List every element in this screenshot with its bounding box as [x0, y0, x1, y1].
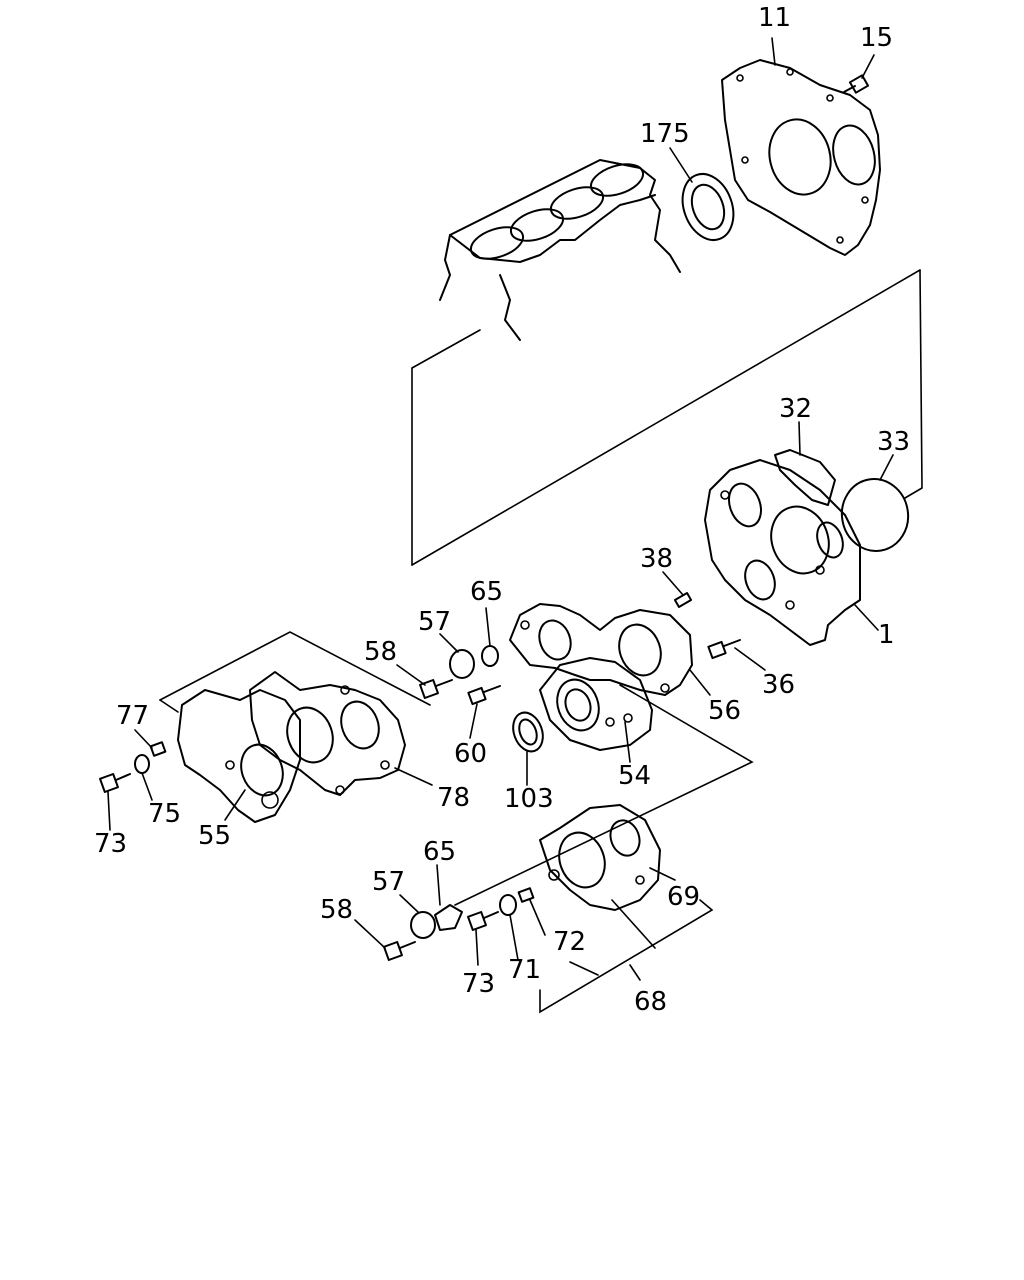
- callout-54: 54: [618, 761, 651, 791]
- callout-33: 33: [877, 427, 910, 457]
- bolt-part-73-lower: [467, 911, 499, 931]
- timing-cover-part-56: [509, 603, 693, 696]
- cover-part-55: [177, 689, 301, 823]
- callout-75: 75: [148, 799, 181, 829]
- callout-175: 175: [640, 119, 690, 149]
- callout-72: 72: [553, 927, 586, 957]
- cover-plate-part-54: [539, 657, 653, 751]
- rear-plate-part-11: [721, 59, 881, 256]
- bolt-part-73-left: [99, 773, 131, 793]
- bolt-part-58-upper: [419, 679, 453, 699]
- cap-part-57-lower: [410, 911, 436, 939]
- callout-55: 55: [198, 821, 231, 851]
- pin-part-38: [673, 592, 693, 608]
- bolt-part-58-lower: [383, 941, 416, 961]
- oil-seal-part-103: [512, 711, 544, 753]
- cap-part-57-upper: [449, 649, 475, 679]
- bolt-part-15: [843, 74, 870, 94]
- gear-case-part-1: [704, 459, 861, 646]
- callout-36: 36: [762, 670, 795, 700]
- callout-labels: 11 15 175 32 33 38 1 36 56 54 103 65 57 …: [94, 3, 910, 1017]
- housing-part-78: [249, 671, 406, 796]
- callout-71: 71: [508, 955, 541, 985]
- callout-38: 38: [640, 544, 673, 574]
- leader-lines: [107, 37, 894, 981]
- callout-73-lower: 73: [462, 969, 495, 999]
- callout-78: 78: [437, 783, 470, 813]
- bolt-part-60: [467, 685, 501, 706]
- oil-seal-part-175: [681, 173, 735, 241]
- callout-60: 60: [454, 739, 487, 769]
- callout-15: 15: [860, 23, 893, 53]
- pin-part-77: [149, 741, 167, 757]
- gasket-part-65-upper: [481, 645, 499, 667]
- assembly-frame-lines: [411, 269, 923, 566]
- pin-part-72: [517, 887, 535, 903]
- washer-part-71: [499, 894, 517, 916]
- o-ring-part-33: [840, 478, 910, 552]
- engine-block-outline: [439, 159, 681, 341]
- callout-58-upper: 58: [364, 637, 397, 667]
- callout-65-upper: 65: [470, 577, 503, 607]
- callout-103: 103: [504, 784, 554, 814]
- gasket-part-65-lower: [434, 904, 463, 931]
- pump-housing-part-69: [539, 804, 661, 911]
- callout-11: 11: [758, 3, 791, 33]
- bolt-part-36: [707, 639, 741, 660]
- callout-65-lower: 65: [423, 837, 456, 867]
- callout-56: 56: [708, 696, 741, 726]
- callout-57-upper: 57: [418, 607, 451, 637]
- callout-58-lower: 58: [320, 895, 353, 925]
- callout-73-left: 73: [94, 829, 127, 859]
- callout-1: 1: [878, 620, 895, 650]
- left-assembly-frame-lines: [159, 631, 431, 713]
- callout-77: 77: [116, 701, 149, 731]
- callout-32: 32: [779, 394, 812, 424]
- washer-part-75: [134, 754, 150, 774]
- callout-57-lower: 57: [372, 867, 405, 897]
- lower-assembly-frame-lines: [454, 684, 754, 1014]
- callout-68: 68: [634, 987, 667, 1017]
- callout-69: 69: [667, 882, 700, 912]
